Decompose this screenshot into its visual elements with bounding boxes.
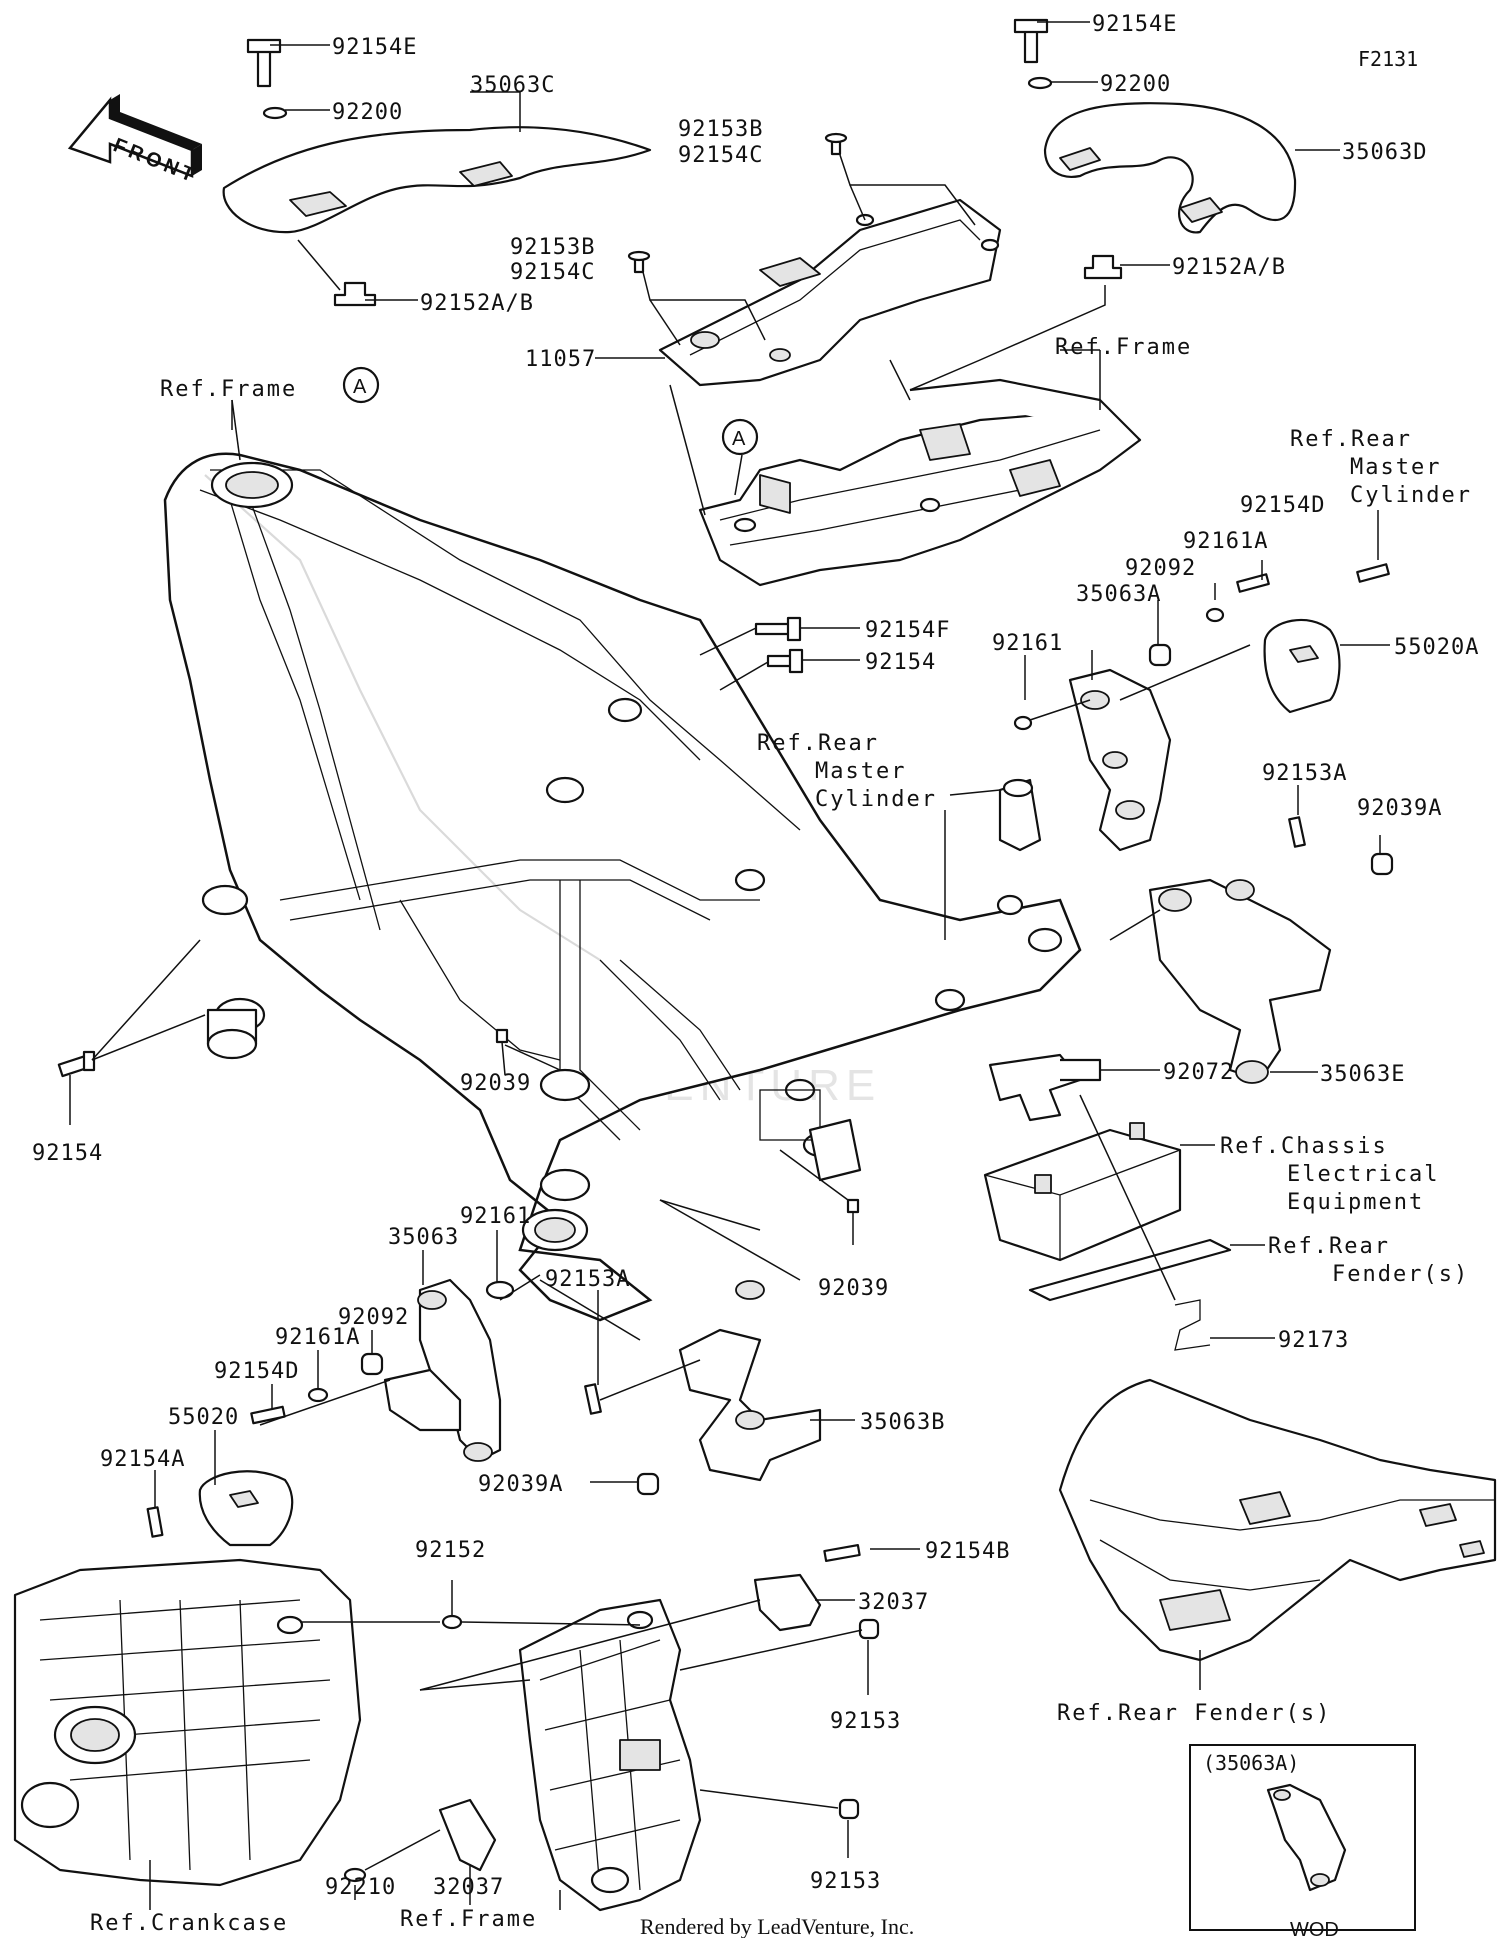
main-frame xyxy=(163,452,1082,1322)
battery-area xyxy=(983,1053,1232,1351)
label-92161a-right: 92161A xyxy=(1183,529,1268,554)
label-92154e-right: 92154E xyxy=(1092,12,1177,37)
label-92154b: 92154B xyxy=(925,1539,1010,1564)
label-92072: 92072 xyxy=(1163,1060,1234,1085)
label-92210: 92210 xyxy=(325,1875,396,1900)
footer-credit: Rendered by LeadVenture, Inc. xyxy=(640,1914,914,1938)
label-92154a: 92154A xyxy=(100,1447,185,1472)
ref-rear-mc-right-2: Master xyxy=(1350,455,1441,480)
rear-fender xyxy=(1058,1378,1497,1662)
ref-rear-mc-right-1: Ref.Rear xyxy=(1290,427,1412,452)
cover-35063d xyxy=(1013,18,1297,280)
engine-bracket xyxy=(343,1544,880,1912)
label-92154c-mid: 92154C xyxy=(510,260,595,285)
label-92152: 92152 xyxy=(415,1538,486,1563)
ref-rear-mc-center-2: Master xyxy=(815,759,906,784)
label-55020: 55020 xyxy=(168,1405,239,1430)
ref-rear-mc-center-3: Cylinder xyxy=(815,787,937,812)
ref-chassis-1: Ref.Chassis xyxy=(1220,1134,1388,1159)
marker-a-center: A xyxy=(721,418,759,456)
label-92161a-left: 92161A xyxy=(275,1325,360,1350)
label-92092-right: 92092 xyxy=(1125,556,1196,581)
bolt-92154-left xyxy=(57,1050,96,1078)
label-92154d-left: 92154D xyxy=(214,1359,299,1384)
bracket-35063e xyxy=(1148,816,1394,1084)
label-11057: 11057 xyxy=(525,347,596,372)
label-92154-right: 92154 xyxy=(865,650,936,675)
label-92200-right: 92200 xyxy=(1100,72,1171,97)
label-92154-left: 92154 xyxy=(32,1141,103,1166)
label-55020a: 55020A xyxy=(1394,635,1479,660)
label-92161-right: 92161 xyxy=(992,631,1063,656)
label-92153a-right: 92153A xyxy=(1262,761,1347,786)
label-92039a-right: 92039A xyxy=(1357,796,1442,821)
label-92152ab-right: 92152A/B xyxy=(1172,255,1286,280)
label-92039-left: 92039 xyxy=(460,1071,531,1096)
ref-frame-left: Ref.Frame xyxy=(160,377,297,402)
ref-frame-top-right: Ref.Frame xyxy=(1055,335,1192,360)
inset-box: (35063A) xyxy=(1189,1744,1416,1931)
ref-rear-mc-right-3: Cylinder xyxy=(1350,483,1472,508)
label-92153b-mid: 92153B xyxy=(510,235,595,260)
ref-rear-fender-1: Ref.Rear xyxy=(1268,1234,1390,1259)
bracket-35063 xyxy=(146,1278,515,1547)
bolt-92039-left xyxy=(495,1028,509,1044)
label-35063b: 35063B xyxy=(860,1410,945,1435)
label-32037-left: 32037 xyxy=(433,1875,504,1900)
figure-id: F2131 xyxy=(1358,47,1418,71)
label-35063c: 35063C xyxy=(470,73,555,98)
label-35063d: 35063D xyxy=(1342,140,1427,165)
label-92154d-right: 92154D xyxy=(1240,493,1325,518)
inset-title: (35063A) xyxy=(1203,1751,1299,1775)
label-92039a-left: 92039A xyxy=(478,1472,563,1497)
svg-text:A: A xyxy=(353,376,367,398)
label-92154f: 92154F xyxy=(865,618,950,643)
label-92152ab-left: 92152A/B xyxy=(420,291,534,316)
ref-rear-fender-bottom: Ref.Rear Fender(s) xyxy=(1057,1701,1331,1726)
marker-a-left: A xyxy=(342,366,380,404)
cover-35063c xyxy=(222,38,652,307)
label-92092-left: 92092 xyxy=(338,1305,409,1330)
label-92154c-top: 92154C xyxy=(678,143,763,168)
svg-text:A: A xyxy=(732,428,746,450)
label-92153b-top: 92153B xyxy=(678,117,763,142)
label-92154e-left: 92154E xyxy=(332,35,417,60)
label-32037-right: 32037 xyxy=(858,1590,929,1615)
label-35063: 35063 xyxy=(388,1225,459,1250)
label-35063a: 35063A xyxy=(1076,582,1161,607)
ref-crankcase: Ref.Crankcase xyxy=(90,1911,288,1936)
bracket-35063b xyxy=(584,1280,822,1496)
crankcase xyxy=(13,1558,362,1887)
ref-rear-mc-center-1: Ref.Rear xyxy=(757,731,879,756)
bolt-92039-center xyxy=(846,1198,860,1214)
ref-frame-bottom: Ref.Frame xyxy=(400,1907,537,1932)
front-arrow-icon: FRONT xyxy=(67,94,202,188)
ref-chassis-2: Electrical xyxy=(1287,1162,1439,1187)
label-92153-lower: 92153 xyxy=(810,1869,881,1894)
bolts-right-upper xyxy=(754,616,804,674)
label-92039-center: 92039 xyxy=(818,1276,889,1301)
label-92200-left: 92200 xyxy=(332,100,403,125)
label-92153-upper: 92153 xyxy=(830,1709,901,1734)
inset-caption-wod: WOD xyxy=(1290,1919,1339,1938)
ref-rear-fender-2: Fender(s) xyxy=(1332,1262,1469,1287)
tray-11057 xyxy=(627,132,1002,387)
label-92153a-left: 92153A xyxy=(545,1267,630,1292)
label-92161-left: 92161 xyxy=(460,1204,531,1229)
seat-frame xyxy=(698,378,1142,587)
bracket-35063a xyxy=(998,563,1390,852)
ref-chassis-3: Equipment xyxy=(1287,1190,1424,1215)
label-35063e: 35063E xyxy=(1320,1062,1405,1087)
guard-55020a xyxy=(1263,618,1341,714)
label-92173: 92173 xyxy=(1278,1328,1349,1353)
